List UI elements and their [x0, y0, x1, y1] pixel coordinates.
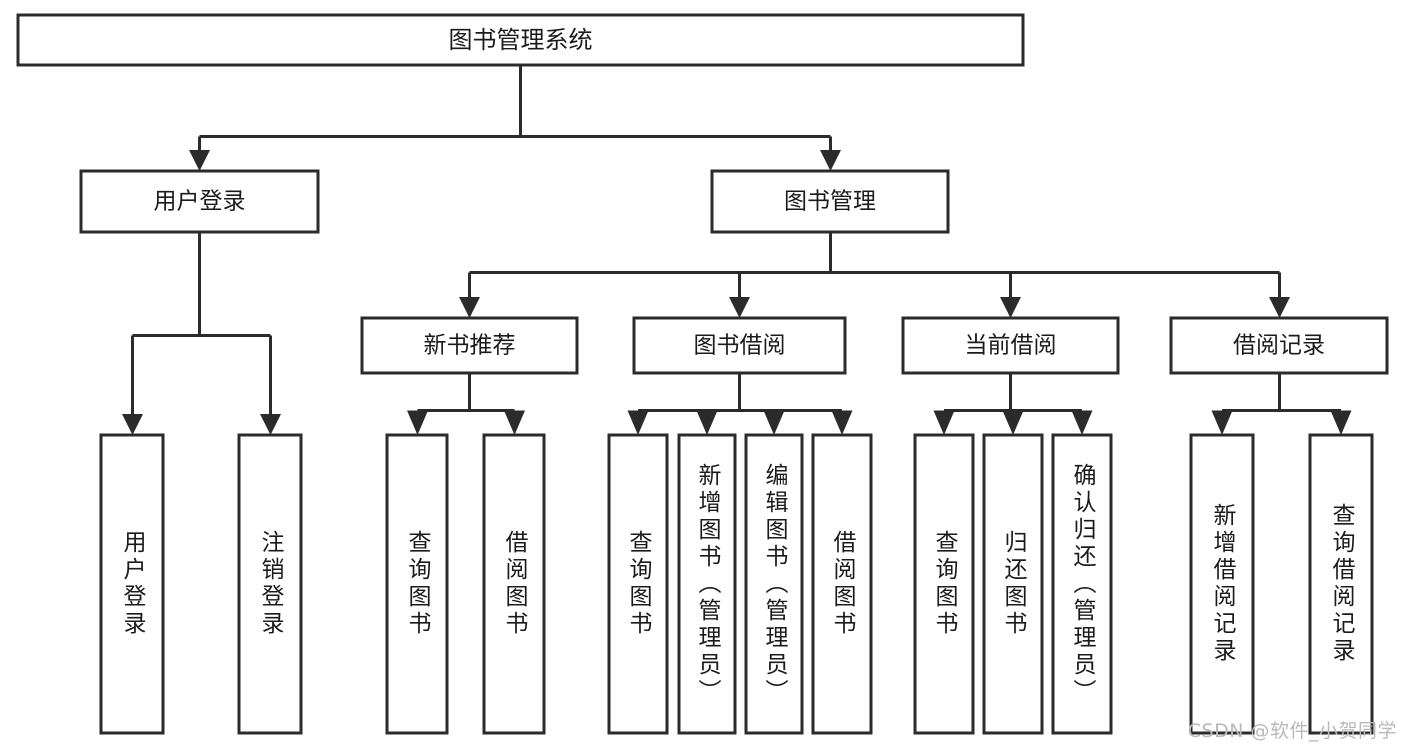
- node-leaf-logout[interactable]: [237, 433, 303, 735]
- node-leaf-add-book-admin[interactable]: [677, 433, 737, 735]
- node-new-book-recommend[interactable]: [360, 316, 579, 375]
- arrow-head-borrow-record: [1269, 297, 1290, 318]
- node-user-login[interactable]: [79, 169, 320, 234]
- arrow-head-leaf-borrow-book-nbr: [504, 410, 525, 435]
- node-root[interactable]: [16, 13, 1025, 67]
- node-borrow-record-label: 借阅记录: [1233, 333, 1325, 359]
- node-book-borrow[interactable]: [632, 316, 847, 375]
- node-current-borrow[interactable]: [901, 316, 1120, 375]
- node-layer: 图书管理系统 用户登录 图书管理 新书推荐 图书借阅 当前借阅 借阅记录: [16, 13, 1389, 735]
- node-leaf-query-book-bb[interactable]: [607, 433, 669, 735]
- arrow-head-leaf-edit-book-admin: [763, 410, 785, 435]
- node-leaf-confirm-return-admin[interactable]: [1051, 433, 1113, 735]
- node-current-borrow-label: 当前借阅: [965, 333, 1057, 359]
- node-borrow-record[interactable]: [1169, 316, 1389, 375]
- node-new-book-recommend-label: 新书推荐: [424, 333, 516, 359]
- arrow-head-leaf-query-borrow-record: [1330, 410, 1352, 435]
- arrow-head-book-borrow: [729, 297, 750, 318]
- arrow-head-current-borrow: [1000, 297, 1021, 318]
- arrow-head-leaf-return-book: [1002, 410, 1024, 435]
- arrow-head-leaf-borrow-book-bb: [831, 410, 853, 435]
- arrow-head-new-book-recommend: [459, 297, 480, 318]
- node-book-manage[interactable]: [710, 169, 950, 234]
- csdn-watermark: CSDN @软件_小贺同学: [1187, 720, 1397, 742]
- arrow-head-leaf-query-book-bb: [627, 410, 649, 435]
- arrow-head-leaf-add-borrow-record: [1211, 410, 1233, 435]
- node-leaf-query-book-nbr[interactable]: [385, 433, 449, 735]
- node-leaf-query-book-cb[interactable]: [913, 433, 975, 735]
- arrow-head-book-manage: [820, 150, 841, 171]
- node-user-login-label: 用户登录: [154, 189, 246, 215]
- connector-layer: [122, 65, 1352, 435]
- node-root-label: 图书管理系统: [449, 26, 593, 54]
- node-book-manage-label: 图书管理: [784, 189, 876, 215]
- arrow-head-leaf-logout: [260, 414, 281, 435]
- node-leaf-add-borrow-record[interactable]: [1189, 433, 1255, 735]
- arrow-head-leaf-query-book-cb: [933, 410, 955, 435]
- arrow-head-leaf-user-login: [122, 414, 143, 435]
- arrow-head-leaf-confirm-return-admin: [1071, 410, 1093, 435]
- arrow-head-user-login: [189, 150, 210, 171]
- node-leaf-borrow-book-nbr[interactable]: [482, 433, 546, 735]
- arrow-head-leaf-add-book-admin: [696, 410, 718, 435]
- node-leaf-borrow-book-bb[interactable]: [811, 433, 873, 735]
- node-leaf-query-borrow-record[interactable]: [1308, 433, 1374, 735]
- node-leaf-edit-book-admin[interactable]: [744, 433, 804, 735]
- node-leaf-user-login[interactable]: [99, 433, 165, 735]
- node-book-borrow-label: 图书借阅: [694, 333, 786, 359]
- node-leaf-return-book[interactable]: [982, 433, 1044, 735]
- arrow-head-leaf-query-book-nbr: [407, 410, 428, 435]
